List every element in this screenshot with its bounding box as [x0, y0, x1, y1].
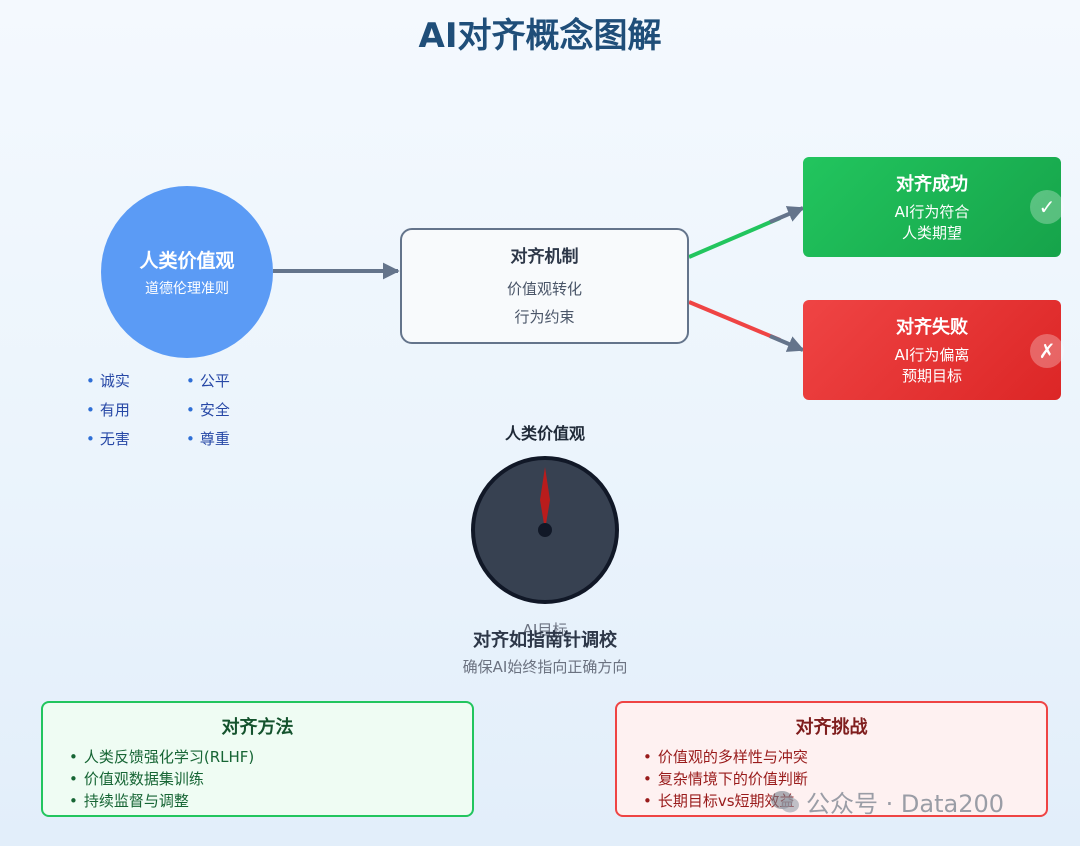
- alignment-failure-node: 对齐失败 AI行为偏离 预期目标: [803, 300, 1061, 400]
- challenges-list-item: •价值观的多样性与冲突: [643, 748, 808, 766]
- human-values-subtitle: 道德伦理准则: [145, 281, 229, 297]
- wechat-icon: [771, 790, 799, 812]
- failure-title: 对齐失败: [896, 317, 968, 338]
- alignment-challenges-panel: 对齐挑战 •价值观的多样性与冲突 •复杂情境下的价值判断 •长期目标vs短期效益: [615, 701, 1048, 817]
- alignment-methods-panel: 对齐方法 •人类反馈强化学习(RLHF) •价值观数据集训练 •持续监督与调整: [41, 701, 474, 817]
- success-line-2: 人类期望: [901, 224, 962, 242]
- compass-pivot: [538, 523, 552, 537]
- compass-needle-north: [540, 467, 550, 530]
- mechanism-line-1: 价值观转化: [506, 279, 582, 298]
- failure-line-2: 预期目标: [901, 367, 962, 385]
- arrow-to-success: [769, 206, 805, 224]
- compass-subcaption: 确保AI始终指向正确方向: [462, 658, 628, 676]
- watermark: 公众号 · Data200: [770, 784, 1004, 819]
- human-values-node: 人类价值观 道德伦理准则: [101, 186, 273, 358]
- cross-icon: ✗: [1030, 334, 1064, 368]
- methods-title: 对齐方法: [221, 717, 294, 738]
- success-title: 对齐成功: [896, 174, 968, 195]
- challenges-list-item: •长期目标vs短期效益: [643, 792, 795, 810]
- arrow-to-failure: [769, 334, 805, 352]
- page-title: AI对齐概念图解: [418, 16, 662, 56]
- methods-list-item: •持续监督与调整: [69, 792, 189, 810]
- value-item-respect: •尊重: [186, 430, 230, 448]
- failure-line-1: AI行为偏离: [894, 346, 970, 364]
- value-item-safe: •安全: [186, 401, 230, 419]
- success-path-line: [688, 216, 781, 259]
- success-line-1: AI行为符合: [894, 203, 970, 221]
- value-item-fair: •公平: [186, 372, 230, 390]
- methods-list-item: •人类反馈强化学习(RLHF): [69, 748, 255, 766]
- failure-path-line: [688, 300, 781, 342]
- challenges-title: 对齐挑战: [795, 717, 868, 738]
- compass-bottom-label: AI目标: [522, 621, 568, 639]
- human-values-title: 人类价值观: [139, 250, 235, 272]
- methods-list-item: •价值观数据集训练: [69, 770, 204, 788]
- mechanism-line-2: 行为约束: [514, 307, 575, 326]
- value-item-harmless: •无害: [86, 430, 130, 448]
- alignment-mechanism-node: 对齐机制 价值观转化 行为约束: [400, 228, 689, 344]
- compass-top-label: 人类价值观: [504, 424, 585, 443]
- mechanism-title: 对齐机制: [510, 246, 579, 267]
- compass-icon: [471, 456, 619, 604]
- challenges-list-item: •复杂情境下的价值判断: [643, 770, 808, 788]
- value-item-helpful: •有用: [86, 401, 130, 419]
- check-icon: ✓: [1030, 190, 1064, 224]
- alignment-success-node: 对齐成功 AI行为符合 人类期望: [803, 157, 1061, 257]
- compass-caption: 对齐如指南针调校: [473, 630, 617, 651]
- value-item-honest: •诚实: [86, 372, 130, 390]
- watermark-text: 公众号 · Data200: [806, 790, 1004, 818]
